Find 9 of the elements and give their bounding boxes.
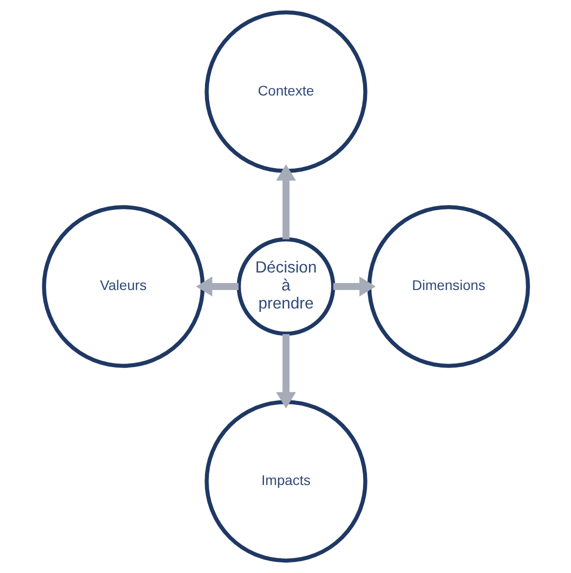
arrow bbox=[276, 164, 296, 240]
node-circle: Dimensions bbox=[366, 205, 530, 368]
arrow bbox=[332, 276, 376, 296]
node-circle: Valeurs bbox=[42, 205, 204, 368]
node-circle: Contexte bbox=[204, 10, 367, 174]
arrow bbox=[196, 276, 238, 296]
node-circle: Impacts bbox=[204, 400, 367, 563]
node-circle: Décision à prendre bbox=[236, 237, 335, 336]
arrow bbox=[276, 334, 296, 408]
